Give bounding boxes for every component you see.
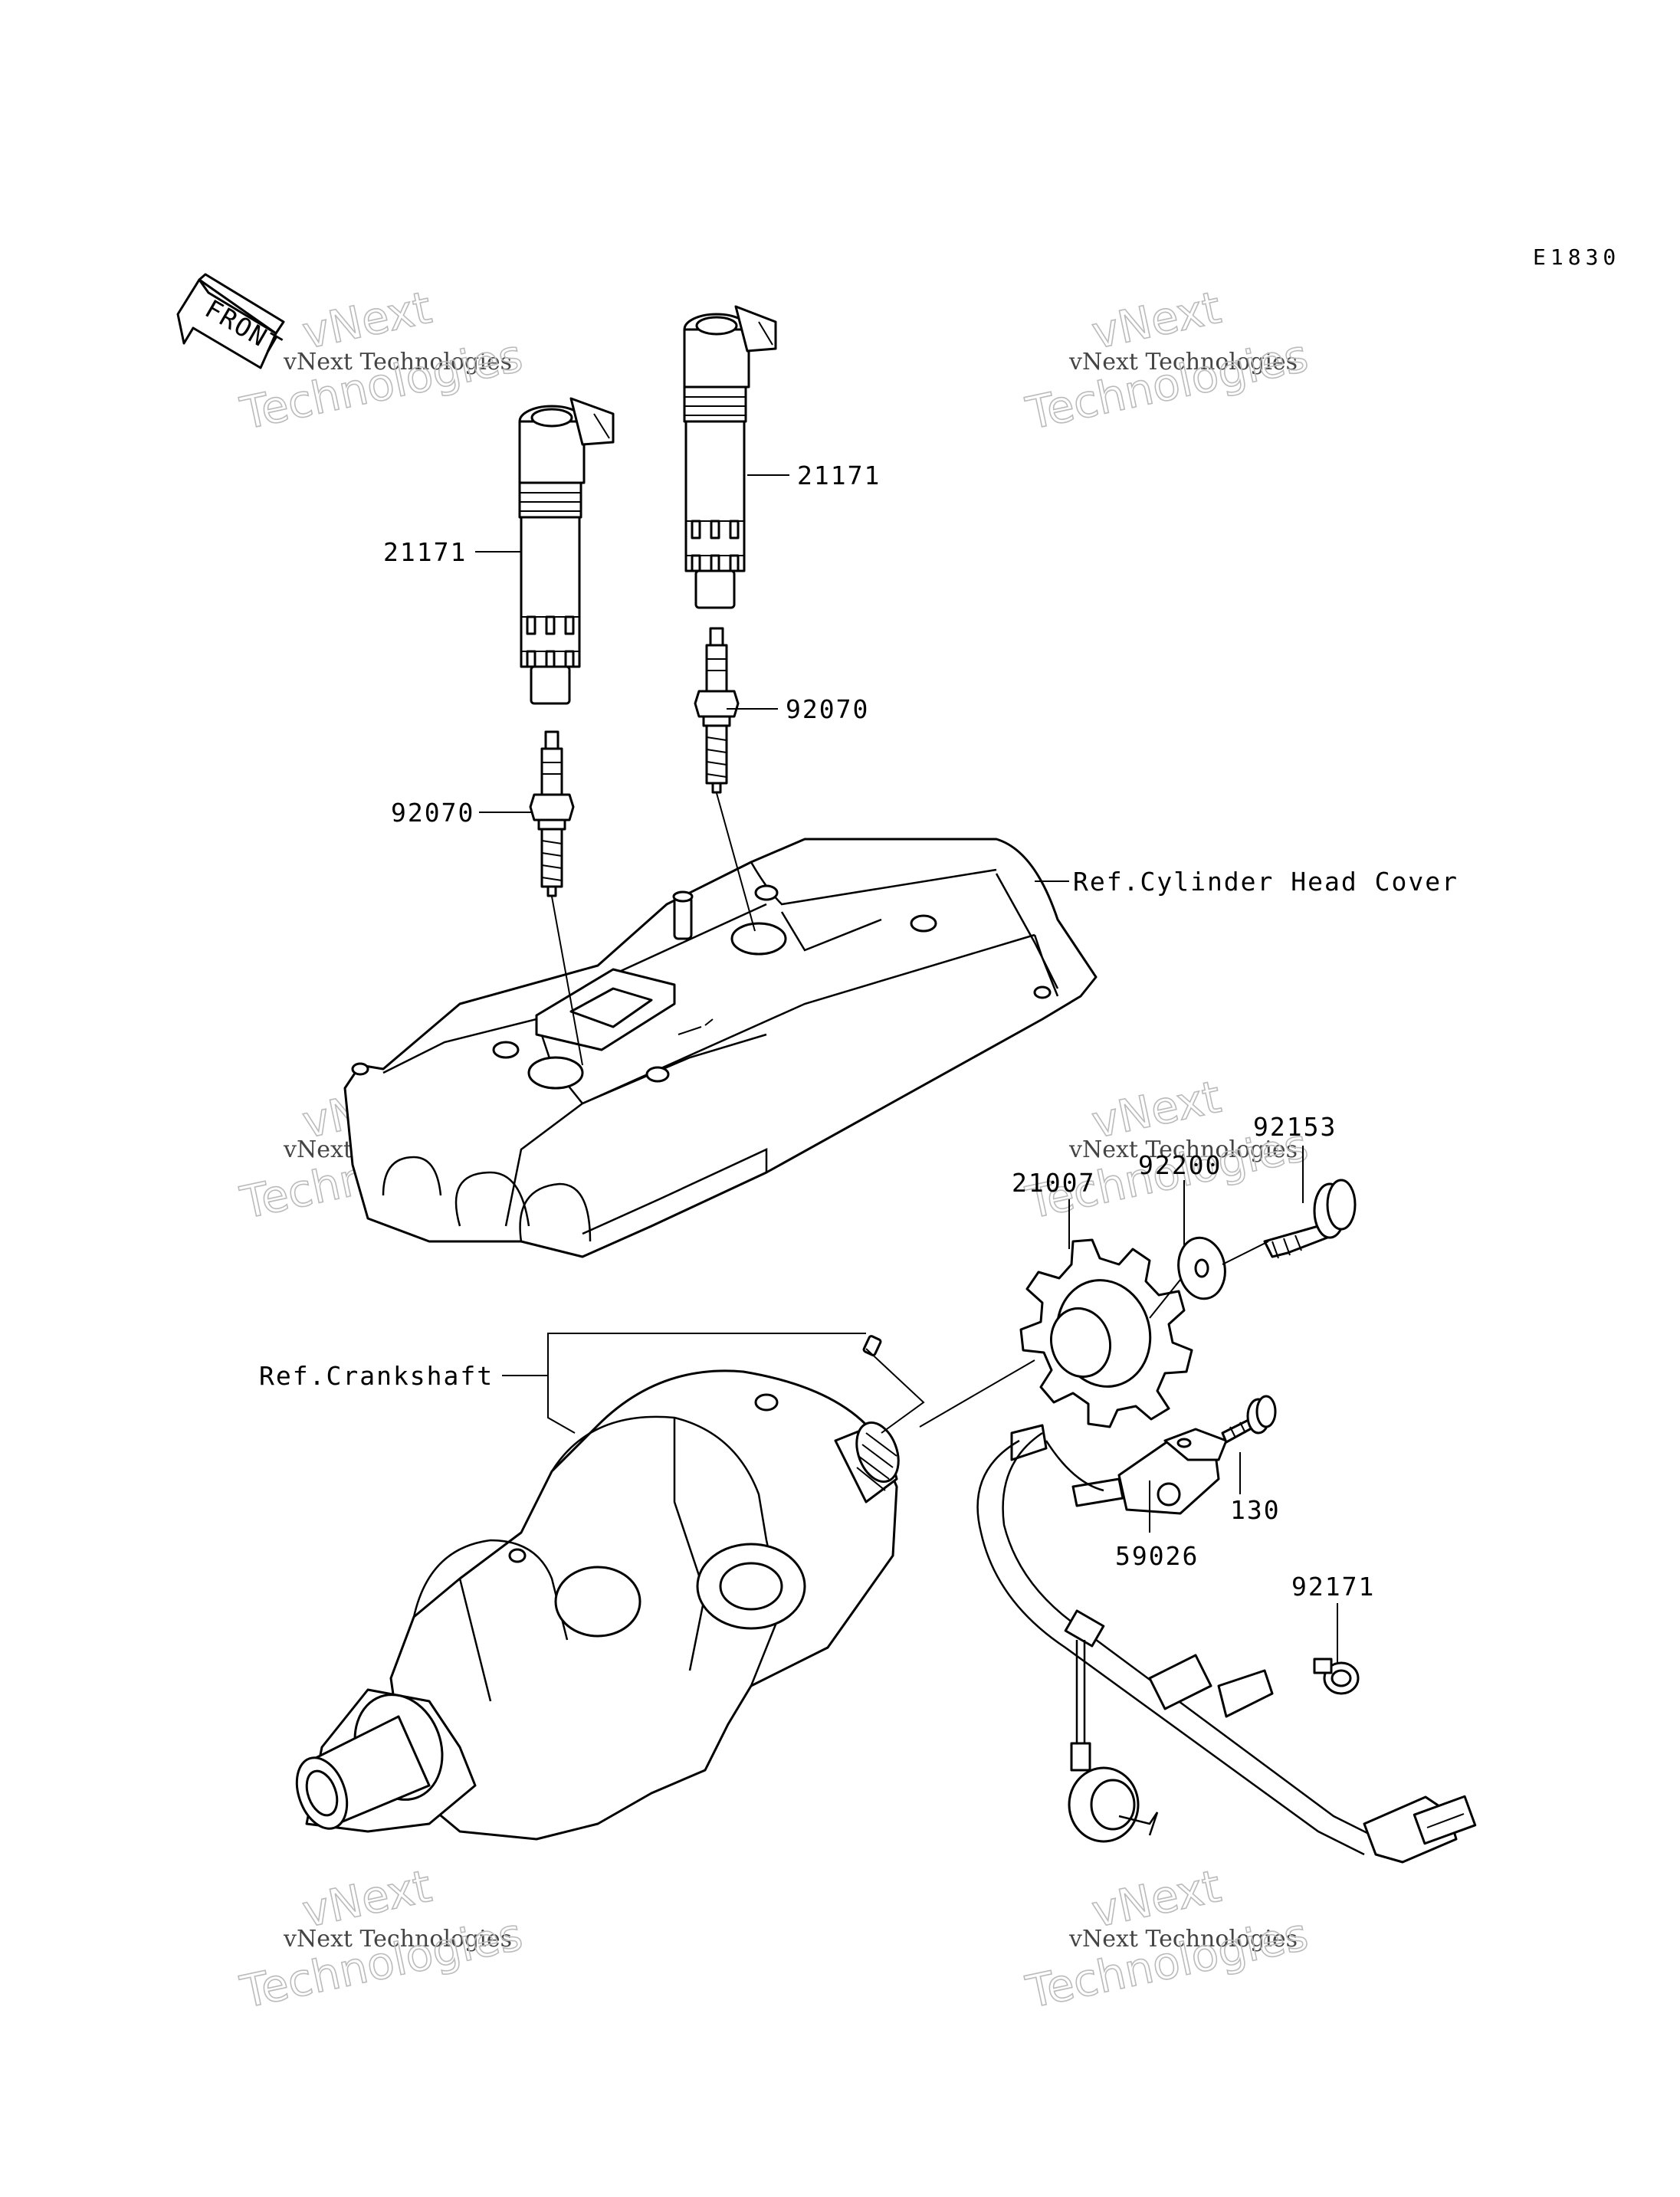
callout-spark-plug-left: 92070 (391, 798, 474, 828)
diagram-code: E1830 (1533, 244, 1620, 270)
ignition-coil-right-icon (683, 305, 777, 609)
watermark-top-left: vNext Technologies vNext Technologies (235, 280, 527, 441)
callout-timing-rotor: 21007 (1012, 1168, 1095, 1198)
crankshaft-icon (295, 1335, 900, 1841)
callout-rotor-bolt: 92153 (1253, 1112, 1337, 1142)
cylinder-head-cover-icon (343, 838, 1098, 1258)
watermark-middle-right: vNext Technologies vNext Technologies (1021, 1070, 1313, 1230)
callout-crankshaft: Ref.Crankshaft (259, 1361, 494, 1391)
ignition-coil-left-icon (518, 397, 615, 705)
svg-text:Technologies: Technologies (1022, 1908, 1313, 2018)
callout-crankshaft-sensor: 59026 (1115, 1541, 1199, 1571)
svg-text:vNext Technologies: vNext Technologies (1068, 1926, 1298, 1953)
leader-plug-left-to-head (551, 896, 583, 1066)
callout-spark-plug-right: 92070 (786, 694, 869, 724)
svg-text:vNext: vNext (298, 281, 436, 359)
callout-washer: 92200 (1138, 1150, 1222, 1180)
watermark-top-right: vNext Technologies vNext Technologies (1021, 280, 1313, 441)
callout-ignition-coil-right: 21171 (797, 461, 881, 490)
svg-text:Technologies: Technologies (236, 1908, 527, 2018)
svg-text:vNext Technologies: vNext Technologies (283, 1926, 512, 1953)
watermark-bottom-left: vNext Technologies vNext Technologies (235, 1859, 527, 2019)
sensor-bolt-icon (1221, 1395, 1277, 1444)
front-arrow-icon: FRONT (176, 273, 287, 369)
callout-cylinder-head-cover: Ref.Cylinder Head Cover (1073, 867, 1459, 897)
spark-plug-right-icon (694, 627, 740, 794)
callout-harness-clamp: 92171 (1291, 1572, 1375, 1602)
crankshaft-sensor-icon (1010, 1424, 1228, 1515)
svg-text:vNext Technologies: vNext Technologies (283, 349, 512, 375)
washer-icon (1177, 1236, 1226, 1300)
callout-sensor-bolt: 130 (1230, 1495, 1281, 1525)
svg-text:vNext Technologies: vNext Technologies (1068, 349, 1298, 375)
harness-clamp-icon (1313, 1658, 1360, 1695)
svg-text:vNext Technologies: vNext Technologies (1068, 1136, 1298, 1163)
watermark-bottom-right: vNext Technologies vNext Technologies (1021, 1859, 1313, 2019)
spark-plug-left-icon (529, 730, 575, 897)
leader-plug-right-to-head (716, 792, 756, 932)
timing-rotor-icon (1019, 1238, 1193, 1428)
sensor-harness-icon (976, 1431, 1477, 1864)
callout-ignition-coil-left: 21171 (383, 537, 467, 567)
rotor-bolt-icon (1263, 1179, 1357, 1259)
svg-text:vNext: vNext (1088, 281, 1226, 359)
svg-text:Technologies: Technologies (1022, 330, 1313, 440)
